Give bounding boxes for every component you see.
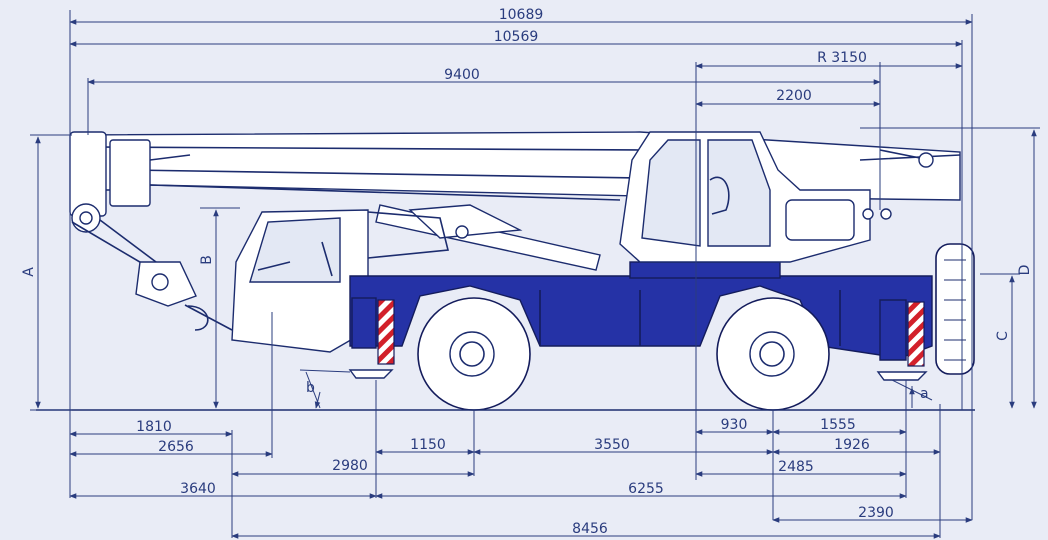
dim-axle-offset: 930 <box>721 417 748 433</box>
front-wheel <box>417 297 531 411</box>
crane-illustration <box>36 131 975 411</box>
spare-wheel <box>935 243 975 375</box>
dim-overall-length: 10689 <box>499 7 544 23</box>
dimension-lines <box>30 10 1040 539</box>
hook-block <box>71 219 233 331</box>
dim-outrigger-to-axle: 1150 <box>410 437 446 453</box>
dim-rear-overhang: 2485 <box>778 459 814 475</box>
dim-outrigger-front: 3640 <box>180 481 216 497</box>
dim-front-to-cab: 2656 <box>158 439 194 455</box>
label-height-a: A <box>21 267 37 277</box>
dim-rear-axle-overhang: 1555 <box>820 417 856 433</box>
superstructure <box>619 131 892 279</box>
dim-tail-radius: R 3150 <box>817 50 867 66</box>
dim-front-overhang: 1810 <box>136 419 172 435</box>
label-height-c: C <box>995 331 1011 341</box>
dimension-labels: 10689 10569 9400 R 3150 2200 1810 2656 2… <box>21 7 1033 537</box>
dim-rear-extension: 2390 <box>858 505 894 521</box>
dim-cab-to-axle: 2980 <box>332 458 368 474</box>
dim-tail-offset: 2200 <box>776 88 812 104</box>
rear-wheel <box>716 297 830 411</box>
dim-overall-base: 8456 <box>572 521 608 537</box>
label-angle-a: a <box>920 386 929 402</box>
driver-cab <box>231 209 450 353</box>
label-height-d: D <box>1017 265 1033 276</box>
carrier-chassis <box>348 275 933 381</box>
dim-boom-length: 10569 <box>494 29 539 45</box>
label-angle-b: b <box>306 380 315 396</box>
dim-rear-tire: 1926 <box>834 437 870 453</box>
label-height-b: B <box>199 255 215 265</box>
dim-wheelbase: 3550 <box>594 437 630 453</box>
dim-outrigger-span: 6255 <box>628 481 664 497</box>
dim-boom-reach: 9400 <box>444 67 480 83</box>
